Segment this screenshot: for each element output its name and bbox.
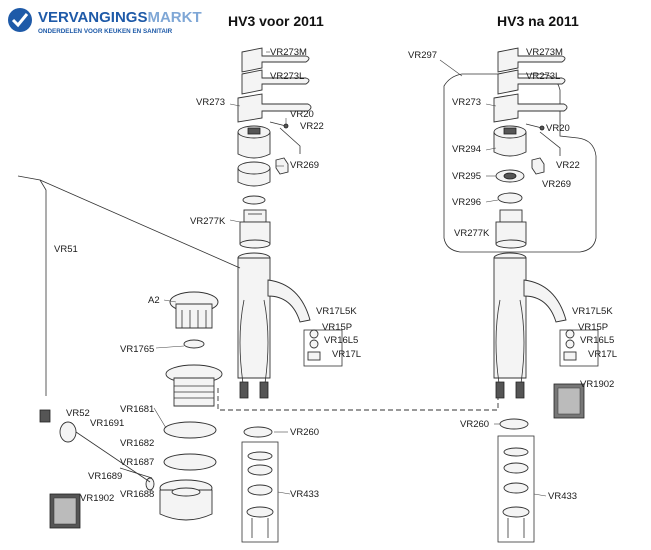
- part-vr1691: [59, 421, 151, 483]
- label-vr1902: VR1902: [80, 493, 114, 504]
- brand-logo: VERVANGINGSMARKT ONDERDELEN VOOR KEUKEN …: [8, 8, 202, 35]
- label-vr297: VR297: [408, 50, 437, 61]
- part-vr1902-right: [553, 383, 585, 419]
- label-vr294: VR294: [452, 144, 481, 155]
- part-vr433-group: [241, 441, 279, 543]
- part-vr260: [243, 426, 273, 438]
- part-vr269-sleeve: [237, 161, 271, 187]
- part-vr1681: [163, 421, 217, 439]
- label-vr269-r: VR269: [542, 179, 571, 190]
- dashed-connector: [217, 388, 499, 411]
- title-after-2011: HV3 na 2011: [497, 13, 579, 29]
- label-vr15p: VR15P: [322, 322, 352, 333]
- label-vr273-r: VR273: [452, 97, 481, 108]
- label-vr273: VR273: [196, 97, 225, 108]
- part-vr51-rod: [17, 175, 241, 396]
- part-vr295: [495, 169, 525, 183]
- svg-text:VERVANGINGSMARKT: VERVANGINGSMARKT: [38, 9, 202, 26]
- label-vr22-r: VR22: [556, 160, 580, 171]
- label-vr17l: VR17L: [332, 349, 361, 360]
- label-vr260: VR260: [290, 427, 319, 438]
- label-vr1687: VR1687: [120, 457, 154, 468]
- part-aerator-box: [303, 329, 343, 367]
- part-cap: [237, 125, 271, 159]
- brand-name-light: MARKT: [147, 9, 201, 26]
- part-vr273: [237, 93, 312, 123]
- part-vr433-group-r: [497, 435, 535, 543]
- part-vr260-r: [499, 418, 529, 430]
- part-vr20-r: [525, 123, 545, 131]
- leader-lines-left: [153, 51, 291, 495]
- part-tap-body-r: [493, 252, 567, 399]
- part-vr277k: [239, 209, 271, 249]
- label-vr269: VR269: [290, 160, 319, 171]
- label-vr273l: VR273L: [270, 71, 304, 82]
- part-vr1682: [163, 453, 217, 471]
- part-vr1688: [159, 479, 213, 521]
- label-vr296: VR296: [452, 197, 481, 208]
- label-vr1689: VR1689: [88, 471, 122, 482]
- label-vr22: VR22: [300, 121, 324, 132]
- part-vr273m: [241, 47, 310, 73]
- part-vr294: [493, 125, 527, 157]
- part-vr22: [279, 127, 301, 154]
- part-tap-body: [237, 252, 311, 399]
- part-vr20: [269, 121, 289, 129]
- part-vr269-nut-r: [531, 157, 545, 175]
- label-a2: A2: [148, 295, 160, 306]
- part-vr1902-left: [49, 493, 81, 529]
- label-vr17l5k: VR17L5K: [316, 306, 357, 317]
- label-vr1765: VR1765: [120, 344, 154, 355]
- label-vr52: VR52: [66, 408, 90, 419]
- label-vr277k-r: VR277K: [454, 228, 490, 239]
- logo-check-icon: [11, 13, 29, 28]
- title-before-2011: HV3 voor 2011: [228, 13, 324, 29]
- part-vr22-r: [539, 131, 561, 156]
- part-vr273m-r: [497, 47, 566, 73]
- label-vr1688: VR1688: [120, 489, 154, 500]
- label-vr433: VR433: [290, 489, 319, 500]
- part-vr297-outline: [443, 73, 597, 253]
- label-vr16l5-r: VR16L5: [580, 335, 614, 346]
- part-vr296: [497, 192, 523, 204]
- part-vr52: [39, 409, 51, 423]
- label-vr1682: VR1682: [120, 438, 154, 449]
- label-vr1902-r: VR1902: [580, 379, 614, 390]
- part-aerator-box-r: [559, 329, 599, 367]
- label-vr295: VR295: [452, 171, 481, 182]
- brand-name-bold: VERVANGINGS: [38, 9, 147, 26]
- label-vr1691: VR1691: [90, 418, 124, 429]
- part-vr1765-waste: [165, 364, 223, 407]
- label-vr433-r: VR433: [548, 491, 577, 502]
- label-vr16l5: VR16L5: [324, 335, 358, 346]
- assembly-after-2011: VR297 VR273M VR273L VR273 VR20 VR294 VR2…: [408, 47, 617, 543]
- label-vr273m: VR273M: [270, 47, 307, 58]
- part-vr277k-r: [495, 209, 527, 249]
- part-vr273l: [241, 69, 310, 95]
- brand-tagline: ONDERDELEN VOOR KEUKEN EN SANITAIR: [38, 28, 173, 35]
- label-vr17l-r: VR17L: [588, 349, 617, 360]
- label-vr1681: VR1681: [120, 404, 154, 415]
- label-vr273l-r: VR273L: [526, 71, 560, 82]
- part-vr273l-r: [497, 69, 566, 95]
- part-ring-small: [242, 195, 266, 205]
- logo-circle-icon: [8, 8, 32, 32]
- part-a2-plug: [169, 291, 219, 349]
- assembly-before-2011: VR273M VR273L VR273 VR20 VR22 VR269 VR27…: [17, 47, 499, 543]
- label-vr17l5k-r: VR17L5K: [572, 306, 613, 317]
- label-vr20: VR20: [290, 109, 314, 120]
- label-vr277k: VR277K: [190, 216, 226, 227]
- part-vr273-r: [493, 93, 568, 123]
- label-vr15p-r: VR15P: [578, 322, 608, 333]
- leader-lines-right: [439, 59, 547, 497]
- label-vr260-r: VR260: [460, 419, 489, 430]
- label-vr20-r: VR20: [546, 123, 570, 134]
- label-vr51: VR51: [54, 244, 78, 255]
- label-vr273m-r: VR273M: [526, 47, 563, 58]
